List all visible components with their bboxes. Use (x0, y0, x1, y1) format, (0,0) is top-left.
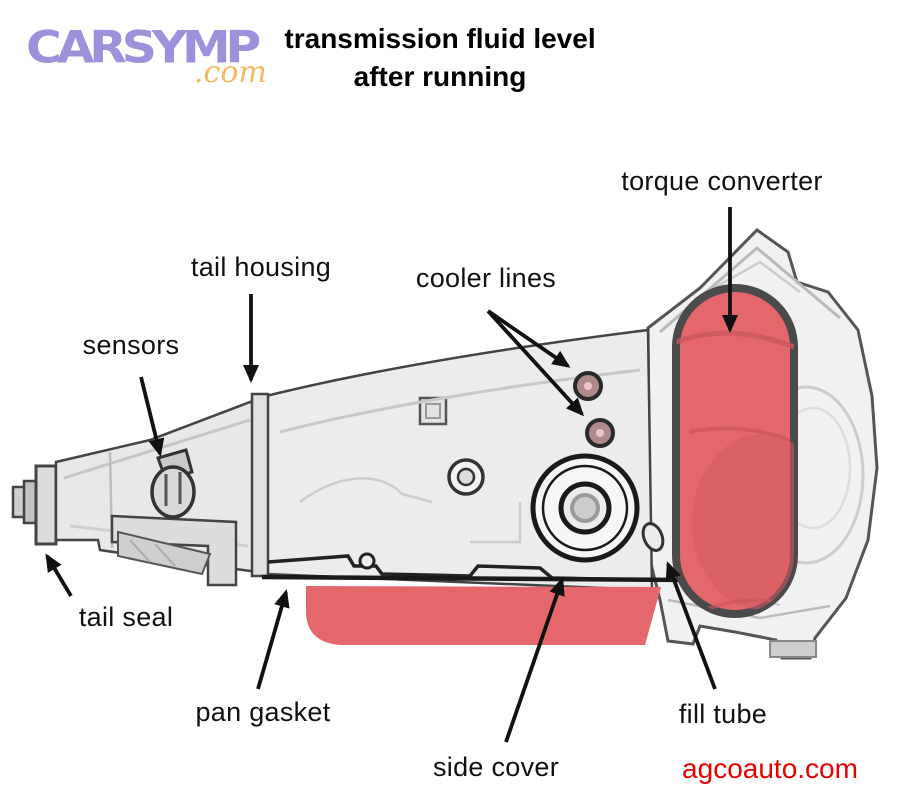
logo-tld-text: .com (194, 55, 267, 90)
label-tail-housing: tail housing (190, 252, 332, 282)
cooler-line-ports (573, 371, 615, 448)
label-pan-gasket: pan gasket (195, 697, 331, 727)
label-tail-seal: tail seal (78, 602, 174, 632)
sensor-knob (150, 448, 196, 519)
case-port-circle (447, 458, 485, 496)
label-sensors: sensors (82, 330, 180, 360)
pan-rail-line (261, 574, 691, 583)
arrow-side-cover (504, 577, 565, 743)
title-line-1: transmission fluid level (284, 23, 596, 54)
torque-converter-highlight (672, 284, 798, 618)
tail-shaft (11, 464, 58, 546)
carsymp-logo: CARSYMP .com (26, 22, 286, 92)
arrow-cooler-line-1 (486, 309, 571, 368)
arrow-tail-seal (45, 553, 73, 597)
logo-brand-text: CARSYMP (26, 22, 261, 74)
arrow-cooler-line-2 (486, 309, 585, 417)
label-side-cover: side cover (432, 752, 560, 782)
arrow-pan-gasket (256, 589, 290, 690)
label-fill-tube: fill tube (678, 699, 768, 729)
mount-bracket (110, 514, 238, 587)
fill-tube-base (641, 522, 665, 552)
pan-fluid-highlight (306, 586, 661, 645)
arrow-fill-tube (665, 561, 717, 690)
pan-gasket-line (267, 554, 649, 582)
label-torque-converter: torque converter (621, 166, 823, 196)
title-line-2: after running (353, 61, 527, 92)
site-credit: agcoauto.com (682, 753, 858, 784)
arrow-sensors (139, 376, 165, 457)
bell-housing-foot (769, 640, 817, 658)
callout-arrows (45, 207, 738, 743)
label-cooler-lines: cooler lines (415, 263, 557, 293)
page-title: transmission fluid level after running (284, 20, 595, 96)
side-cover-seal (530, 453, 640, 563)
